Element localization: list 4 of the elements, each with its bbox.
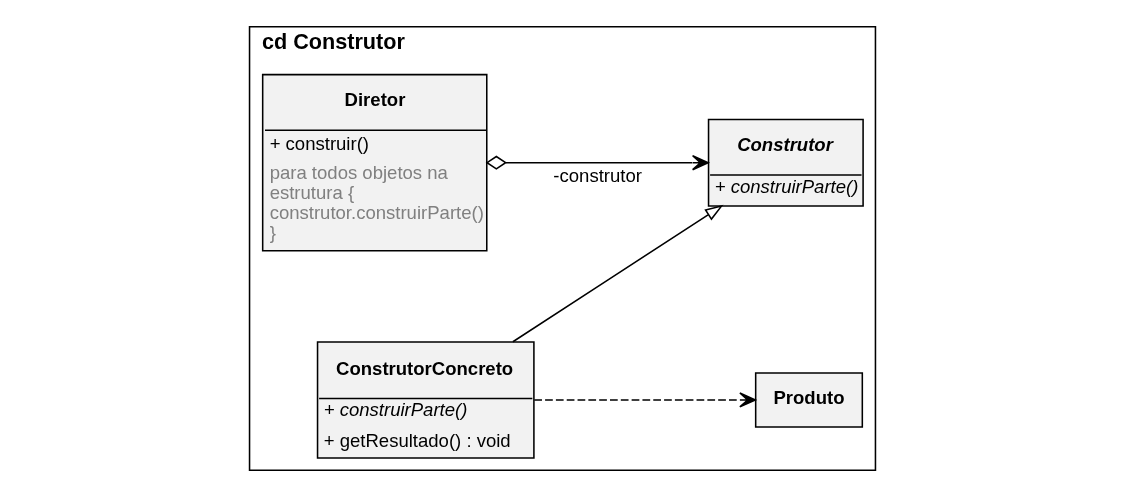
arrow [512, 204, 724, 343]
arrow [485, 155, 709, 171]
arrow [533, 392, 757, 408]
edge-label: -construtor [553, 165, 642, 187]
